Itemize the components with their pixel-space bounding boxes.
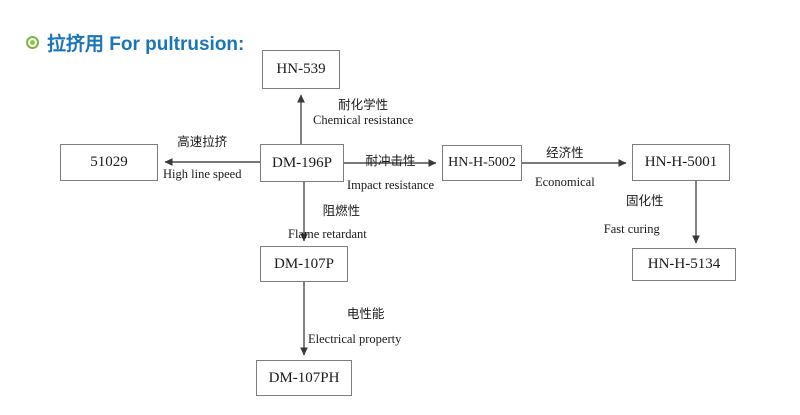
node-label: HN-H-5134	[647, 256, 721, 272]
node-label: DM-107P	[273, 255, 334, 272]
node-hn-h-5134[interactable]: HN-H-5134	[632, 248, 736, 281]
edge-label-en: Impact resistance	[347, 178, 435, 192]
node-hn-539[interactable]: HN-539	[262, 50, 340, 89]
edge-label-flame-retardant: 阻燃性 Flame retardant	[288, 200, 367, 242]
edge-label-cn: 高速拉挤	[177, 134, 228, 149]
edge-label-cn: 阻燃性	[322, 203, 361, 218]
edge-label-en: High line speed	[163, 167, 242, 181]
edge-label-chemical-resistance: 耐化学性 Chemical resistance	[313, 94, 413, 128]
node-dm-107p[interactable]: DM-107P	[260, 246, 348, 282]
edge-label-cn: 耐化学性	[338, 97, 389, 112]
edge-label-cn: 电性能	[346, 306, 385, 321]
node-dm-196p[interactable]: DM-196P	[260, 144, 344, 182]
page-title: 拉挤用 For pultrusion:	[26, 29, 244, 56]
node-label: DM-107PH	[268, 369, 340, 386]
edge-label-en: Electrical property	[308, 332, 402, 346]
edge-label-electrical-property: 电性能 Electrical property	[308, 303, 401, 347]
node-dm-107ph[interactable]: DM-107PH	[256, 360, 352, 396]
edge-label-cn: 经济性	[546, 145, 584, 160]
node-hn-h-5002[interactable]: HN-H-5002	[442, 145, 522, 181]
bullet-circle-icon	[26, 36, 39, 49]
edge-label-impact-resistance: 耐冲击性 Impact resistance	[347, 150, 434, 193]
edge-label-cn: 固化性	[626, 193, 664, 208]
page-title-text: 拉挤用 For pultrusion:	[47, 34, 245, 55]
edge-label-cn: 耐冲击性	[365, 153, 416, 168]
node-hn-h-5001[interactable]: HN-H-5001	[632, 144, 730, 181]
node-label: 51029	[90, 154, 128, 170]
node-label: HN-H-5001	[644, 154, 718, 170]
edge-label-high-line-speed: 高速拉挤 High line speed	[163, 131, 241, 182]
edge-label-en: Economical	[535, 175, 595, 189]
edge-label-en: Chemical resistance	[313, 113, 414, 127]
node-label: DM-196P	[271, 154, 332, 171]
edge-label-en: Fast curing	[603, 222, 660, 236]
edge-label-fast-curing: 固化性 Fast curing	[600, 190, 664, 237]
edge-label-en: Flame retardant	[288, 227, 367, 241]
node-51029[interactable]: 51029	[60, 144, 158, 181]
node-label: HN-539	[276, 61, 326, 77]
node-label: HN-H-5002	[448, 155, 516, 170]
edge-label-economical: 经济性 Economical	[535, 142, 595, 190]
